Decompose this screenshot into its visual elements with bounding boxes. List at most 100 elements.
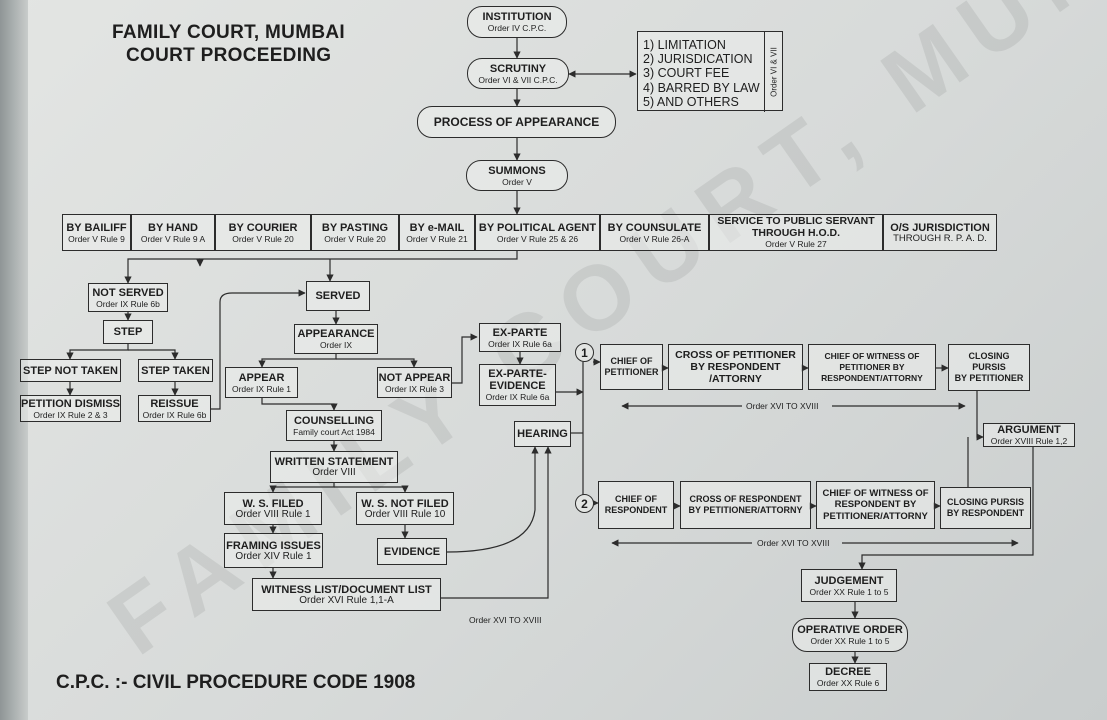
- label: STEP TAKEN: [141, 364, 210, 377]
- node-framing-issues: FRAMING ISSUES Order XIV Rule 1: [224, 533, 323, 568]
- label: CHIEF OF PETITIONER: [604, 356, 659, 377]
- heading-line-1: FAMILY COURT, MUMBAI: [112, 22, 345, 43]
- sub: THROUGH R. P. A. D.: [893, 232, 987, 244]
- sub: Order V Rule 20: [232, 233, 294, 244]
- node-appearance: APPEARANCE Order IX: [294, 324, 378, 354]
- sub: Order XX Rule 1 to 5: [809, 586, 889, 597]
- node-ws-filed: W. S. FILED Order VIII Rule 1: [224, 492, 322, 525]
- node-served: SERVED: [306, 281, 370, 311]
- label: BY COURIER: [228, 221, 298, 234]
- label: PROCESS OF APPEARANCE: [433, 115, 600, 129]
- label: NOT SERVED: [92, 286, 164, 299]
- label: HEARING: [517, 428, 568, 440]
- label: BY COUNSULATE: [607, 221, 702, 234]
- mode-by-pasting: BY PASTING Order V Rule 20: [311, 214, 399, 251]
- label: BY PASTING: [321, 221, 389, 234]
- node-scrutiny-points: 1) LIMITATION 2) JURISDICATION 3) COURT …: [637, 31, 783, 112]
- label: WITNESS LIST/DOCUMENT LIST: [261, 583, 432, 596]
- marker-one: 1: [575, 343, 594, 362]
- label: APPEARANCE: [297, 328, 375, 340]
- sub: Order IX Rule 6b: [96, 298, 160, 309]
- annotation-order-mid: Order XVI TO XVIII: [757, 538, 830, 548]
- node-closing-pursis-petitioner: CLOSING PURSIS BY PETITIONER: [948, 344, 1030, 391]
- label: W. S. FILED: [242, 497, 304, 510]
- sub: Order IX Rule 3: [384, 383, 445, 394]
- node-argument: ARGUMENT Order XVIII Rule 1,2: [983, 423, 1075, 447]
- label: EVIDENCE: [383, 545, 441, 558]
- label: W. S. NOT FILED: [361, 497, 449, 510]
- label: BY POLITICAL AGENT: [478, 221, 597, 234]
- label: O/S JURISDICTION: [890, 221, 990, 234]
- sub: Order V Rule 27: [765, 239, 827, 249]
- node-ws-not-filed: W. S. NOT FILED Order VIII Rule 10: [356, 492, 454, 525]
- scrutiny-point: 5) AND OTHERS: [643, 94, 739, 109]
- sub: Order V: [502, 176, 532, 187]
- mode-by-political-agent: BY POLITICAL AGENT Order V Rule 25 & 26: [475, 214, 600, 251]
- footer-cpc: C.P.C. :- CIVIL PROCEDURE CODE 1908: [56, 672, 416, 693]
- annotation-order-bottom: Order XVI TO XVIII: [469, 615, 542, 625]
- node-step: STEP: [103, 320, 153, 344]
- sub: Order V Rule 26-A: [619, 233, 690, 244]
- label: CHIEF OF WITNESS OF RESPONDENT BY PETITI…: [822, 487, 929, 522]
- mode-by-counsulate: BY COUNSULATE Order V Rule 26-A: [600, 214, 709, 251]
- label: CROSS OF RESPONDENT BY PETITIONER/ATTORN…: [688, 494, 803, 515]
- scrutiny-point: 1) LIMITATION: [643, 38, 726, 52]
- node-written-statement: WRITTEN STATEMENT Order VIII: [270, 451, 398, 483]
- label: BY HAND: [148, 221, 198, 234]
- side-text: Order VI & VII: [769, 47, 779, 97]
- label: DECREE: [825, 666, 871, 678]
- sub: Order XIV Rule 1: [235, 550, 312, 562]
- node-not-appear: NOT APPEAR Order IX Rule 3: [377, 367, 452, 398]
- mode-os-jurisdiction: O/S JURISDICTION THROUGH R. P. A. D.: [883, 214, 997, 251]
- label: BY e-MAIL: [409, 221, 465, 234]
- node-ex-parte: EX-PARTE Order IX Rule 6a: [479, 323, 561, 352]
- node-witness-list: WITNESS LIST/DOCUMENT LIST Order XVI Rul…: [252, 578, 441, 611]
- label: CLOSING PURSIS BY RESPONDENT: [946, 497, 1025, 518]
- sub: Order IV C.P.C.: [487, 23, 547, 33]
- label: STEP NOT TAKEN: [23, 364, 118, 377]
- marker-two: 2: [575, 494, 594, 513]
- scrutiny-point: 4) BARRED BY LAW: [643, 80, 760, 95]
- node-institution: INSTITUTION Order IV C.P.C.: [467, 6, 567, 38]
- sub: Order VIII: [312, 467, 356, 478]
- scrutiny-point: 2) JURISDICATION: [643, 52, 753, 67]
- label: PETITION DISMISS: [21, 397, 121, 410]
- sub: Order IX Rule 2 & 3: [33, 409, 108, 420]
- label: EX-PARTE- EVIDENCE: [488, 368, 547, 392]
- node-closing-pursis-respondent: CLOSING PURSIS BY RESPONDENT: [940, 487, 1031, 529]
- label: EX-PARTE: [492, 326, 548, 339]
- node-operative-order: OPERATIVE ORDER Order XX Rule 1 to 5: [792, 618, 908, 652]
- label: CLOSING PURSIS BY PETITIONER: [954, 351, 1024, 383]
- node-decree: DECREE Order XX Rule 6: [809, 663, 887, 691]
- label: JUDGEMENT: [814, 574, 884, 587]
- label: CROSS OF PETITIONER BY RESPONDENT /ATTOR…: [675, 349, 796, 385]
- label: BY BAILIFF: [66, 221, 127, 234]
- sub: Order V Rule 9 A: [140, 233, 206, 244]
- node-chief-of-petitioner: CHIEF OF PETITIONER: [600, 344, 663, 390]
- sub: Family court Act 1984: [293, 426, 375, 437]
- node-process-of-appearance: PROCESS OF APPEARANCE: [417, 106, 616, 138]
- sub: Order IX: [319, 340, 353, 350]
- node-chief-witness-petitioner: CHIEF OF WITNESS OF PETITIONER BY RESPON…: [808, 344, 936, 390]
- label: REISSUE: [150, 397, 199, 410]
- label: INSTITUTION: [482, 11, 552, 23]
- sub: Order V Rule 21: [406, 233, 468, 244]
- label: SCRUTINY: [489, 62, 547, 75]
- label: CHIEF OF WITNESS OF PETITIONER BY RESPON…: [821, 350, 923, 383]
- sub: Order XVI Rule 1,1-A: [299, 594, 394, 606]
- node-evidence: EVIDENCE: [377, 538, 447, 565]
- node-reissue: REISSUE Order IX Rule 6b: [138, 395, 211, 422]
- sub: Order VIII Rule 1: [235, 508, 311, 520]
- scrutiny-side-label: Order VI & VII: [764, 32, 782, 112]
- label: OPERATIVE ORDER: [797, 624, 903, 636]
- sub: Order V Rule 20: [324, 233, 386, 244]
- label: APPEAR: [238, 371, 285, 384]
- node-scrutiny: SCRUTINY Order VI & VII C.P.C.: [467, 58, 569, 89]
- mode-by-courier: BY COURIER Order V Rule 20: [215, 214, 311, 251]
- mode-by-email: BY e-MAIL Order V Rule 21: [399, 214, 475, 251]
- node-appear: APPEAR Order IX Rule 1: [225, 367, 298, 398]
- label: SUMMONS: [488, 164, 546, 177]
- annotation-order-top: Order XVI TO XVIII: [746, 401, 819, 411]
- node-cross-of-respondent: CROSS OF RESPONDENT BY PETITIONER/ATTORN…: [680, 481, 811, 529]
- node-chief-of-respondent: CHIEF OF RESPONDENT: [598, 481, 674, 529]
